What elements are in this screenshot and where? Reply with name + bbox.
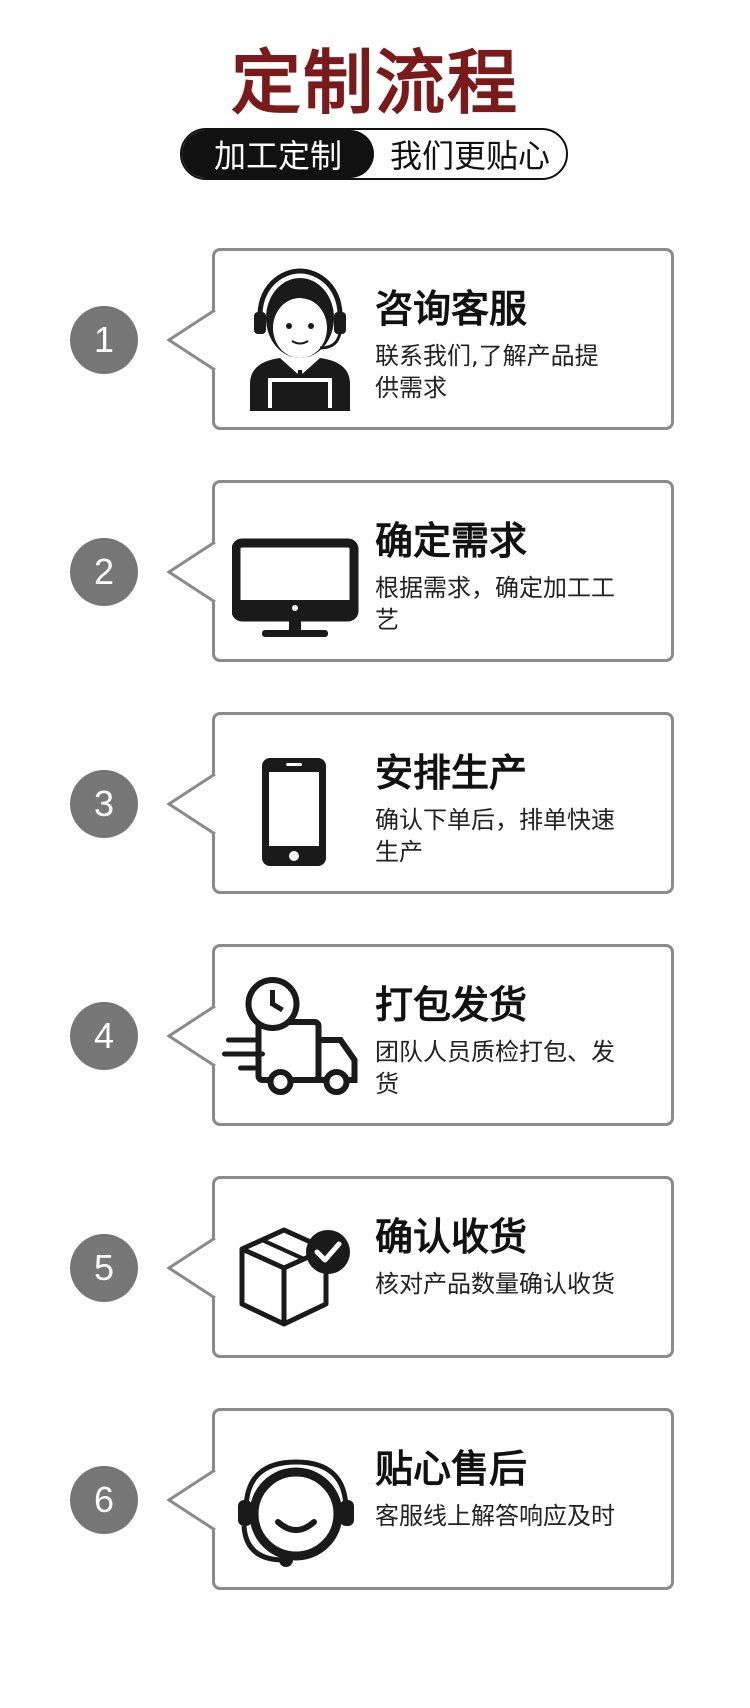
- step-description: 根据需求，确定加工工艺: [375, 574, 615, 634]
- step-title: 打包发货: [375, 983, 528, 1027]
- step-description: 客服线上解答响应及时: [375, 1502, 615, 1530]
- callout-pointer: [166, 540, 217, 604]
- step-description: 联系我们,了解产品提供需求: [375, 342, 599, 402]
- tagline-badge: 加工定制 我们更贴心: [180, 128, 568, 180]
- headset-support-icon: [238, 1459, 354, 1567]
- step-description: 核对产品数量确认收货: [375, 1270, 615, 1298]
- customer-service-agent-icon: [250, 268, 350, 411]
- callout-pointer: [166, 308, 217, 372]
- step-number-badge: 1: [70, 306, 138, 374]
- fast-delivery-truck-icon: [222, 977, 358, 1095]
- step-number-badge: 5: [70, 1234, 138, 1302]
- smartphone-icon: [262, 758, 326, 866]
- step-number-badge: 2: [70, 538, 138, 606]
- step-title: 贴心售后: [375, 1447, 528, 1491]
- step-number-badge: 3: [70, 770, 138, 838]
- step-number-badge: 6: [70, 1466, 138, 1534]
- step-title: 确定需求: [375, 519, 528, 563]
- step-5: 5 确认收货 核对产品数量确认收货: [0, 1176, 750, 1360]
- step-number-badge: 4: [70, 1002, 138, 1070]
- package-check-icon: [239, 1227, 350, 1327]
- callout-pointer: [166, 1004, 217, 1068]
- step-6: 6 贴心售后 客服线上解答响应及时: [0, 1408, 750, 1592]
- step-description: 团队人员质检打包、发货: [375, 1038, 615, 1098]
- callout-pointer: [166, 1468, 217, 1532]
- step-3: 3 安排生产 确认下单后，排单快速生产: [0, 712, 750, 896]
- callout-pointer: [166, 1236, 217, 1300]
- step-1: 1 咨询客服 联系我们,了解产品提供需求: [0, 248, 750, 432]
- step-title: 确认收货: [375, 1215, 528, 1259]
- tagline-left: 加工定制: [182, 130, 374, 178]
- step-2: 2 确定需求 根据需求，确定加工工艺: [0, 480, 750, 664]
- callout-pointer: [166, 772, 217, 836]
- step-title: 安排生产: [375, 751, 528, 795]
- tagline-right: 我们更贴心: [389, 137, 550, 175]
- step-4: 4 打包发货 团队人员质检打包、发货: [0, 944, 750, 1128]
- monitor-icon: [232, 538, 359, 637]
- page-title: 定制流程: [231, 42, 519, 124]
- step-title: 咨询客服: [375, 287, 528, 331]
- step-description: 确认下单后，排单快速生产: [375, 806, 615, 866]
